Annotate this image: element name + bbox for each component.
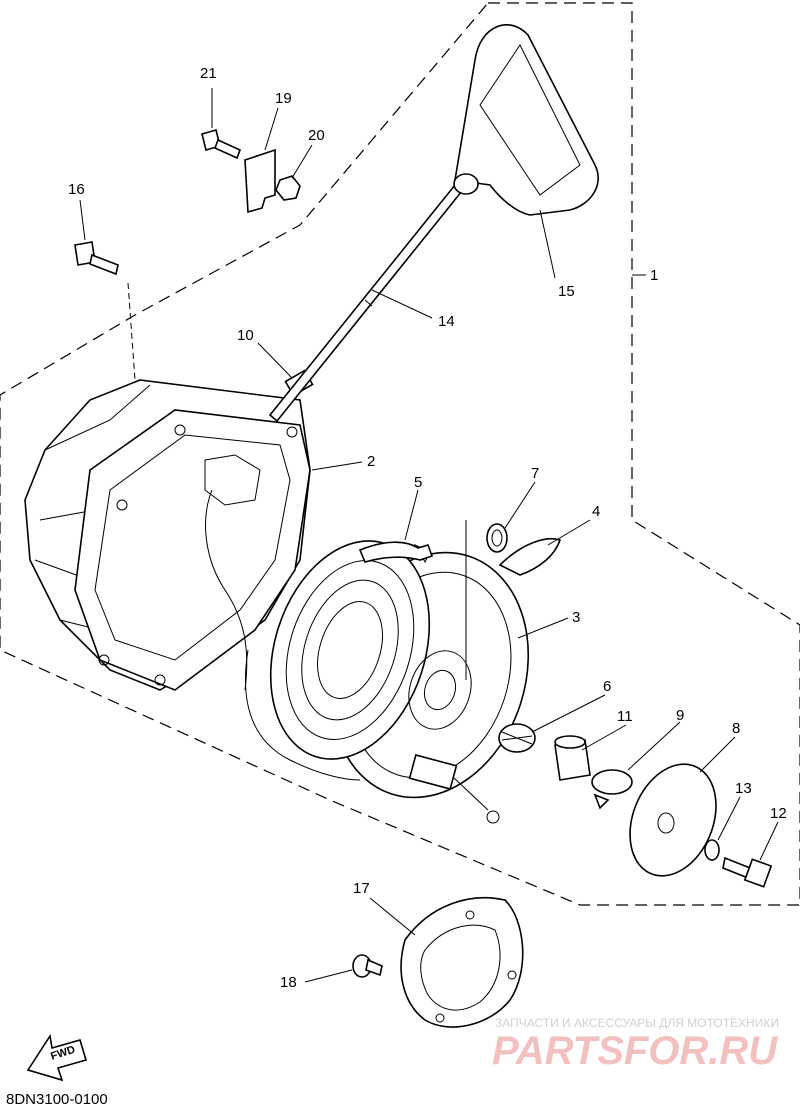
- starter-cover: [400, 896, 524, 1028]
- label-part-1: 1: [650, 267, 658, 284]
- label-part-14: 14: [438, 313, 455, 330]
- label-part-13: 13: [735, 780, 752, 797]
- label-part-4: 4: [592, 503, 600, 520]
- label-part-11: 11: [617, 708, 633, 725]
- label-part-18: 18: [280, 974, 297, 991]
- bracket: [244, 148, 276, 214]
- forward-arrow: FWD: [26, 1033, 87, 1082]
- label-part-6: 6: [603, 678, 611, 695]
- watermark: ЗАПЧАСТИ И АКСЕССУАРЫ ДЛЯ МОТОТЕХНИКИ PA…: [492, 1016, 779, 1073]
- label-part-2: 2: [367, 453, 375, 470]
- label-part-12: 12: [770, 805, 787, 822]
- recoil-spring: [358, 541, 434, 563]
- label-part-20: 20: [308, 127, 325, 144]
- ratchet-spring: [486, 523, 508, 553]
- label-part-8: 8: [732, 720, 740, 737]
- assembly-boundary: [0, 2, 800, 906]
- label-part-21: 21: [200, 65, 217, 82]
- watermark-tagline: ЗАПЧАСТИ И АКСЕССУАРЫ ДЛЯ МОТОТЕХНИКИ: [495, 1016, 779, 1030]
- label-part-15: 15: [558, 283, 575, 300]
- part-labels: 1 2 3 4 5 6 7 8 9 10 11 12 13 14 15 16 1…: [68, 65, 787, 991]
- label-part-19: 19: [275, 90, 292, 107]
- friction-plate: [591, 769, 633, 810]
- ratchet: [498, 538, 562, 576]
- diagram-code: 8DN3100-0100: [6, 1091, 108, 1108]
- label-part-16: 16: [68, 181, 85, 198]
- nut: [275, 175, 301, 201]
- bolt-16: [74, 241, 119, 276]
- label-part-3: 3: [572, 609, 580, 626]
- label-part-7: 7: [531, 465, 539, 482]
- pulley: [269, 540, 530, 824]
- spring: [498, 723, 536, 753]
- label-part-10: 10: [237, 327, 254, 344]
- housing: [24, 379, 361, 781]
- screw-18: [352, 954, 383, 978]
- starter-rope: [268, 183, 464, 423]
- watermark-brand: PARTSFOR.RU: [492, 1029, 778, 1073]
- drive-plate: [629, 763, 717, 877]
- washer: [704, 839, 720, 861]
- leader-lines: [79, 88, 779, 983]
- label-part-17: 17: [353, 880, 370, 897]
- collar: [554, 735, 591, 781]
- bolt-21: [201, 129, 242, 160]
- starter-handle: [453, 24, 599, 216]
- label-part-9: 9: [676, 707, 684, 724]
- bolt-12: [722, 856, 773, 888]
- label-part-5: 5: [414, 474, 422, 491]
